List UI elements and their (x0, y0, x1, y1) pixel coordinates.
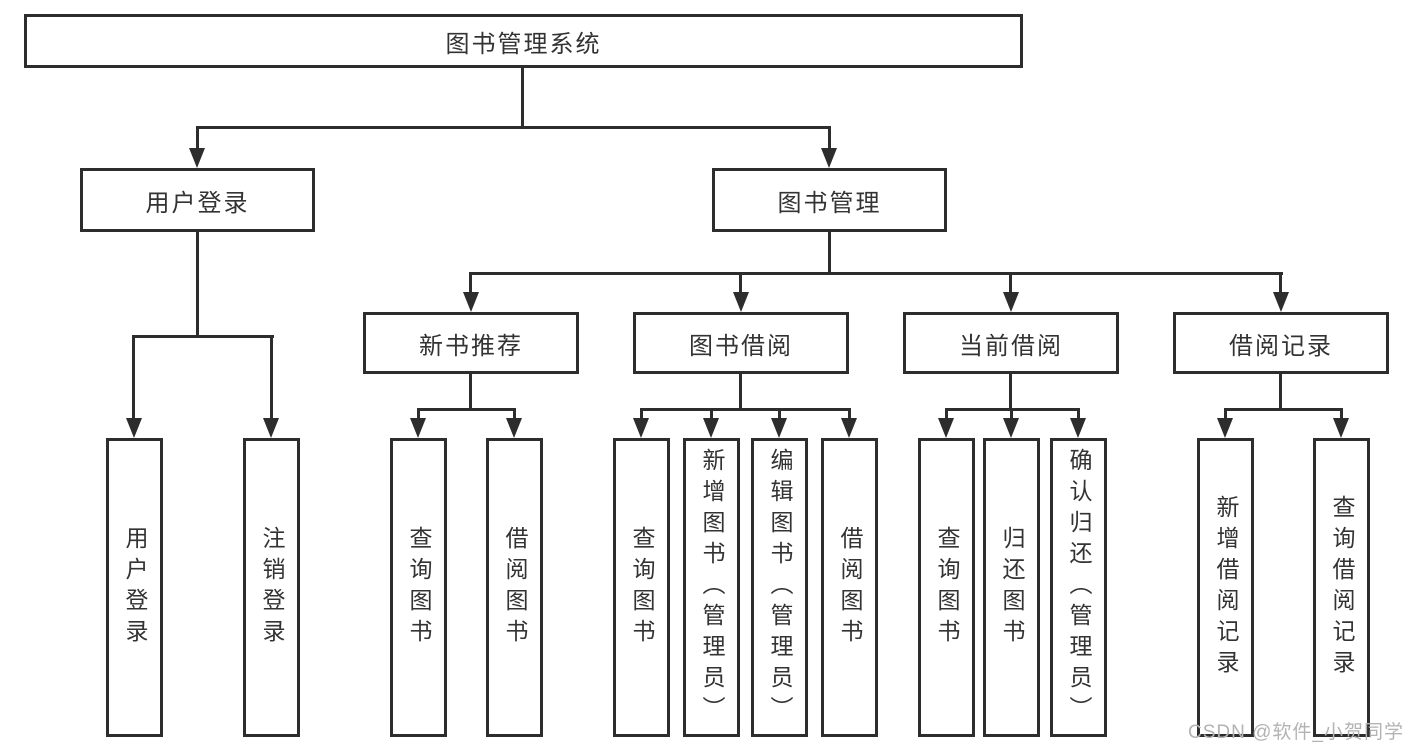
node-book-borrowing: 图书借阅 (633, 312, 849, 374)
connector-line (132, 335, 135, 420)
connector-line (1224, 408, 1343, 411)
leaf-borrow-add-books-admin: 新增图书（管理员） (683, 438, 740, 737)
arrowhead-down-icon (1333, 418, 1349, 438)
arrowhead-down-icon (463, 292, 479, 312)
connector-line (270, 335, 273, 420)
arrowhead-down-icon (189, 148, 205, 168)
connector-line (132, 335, 274, 338)
leaf-logout: 注销登录 (243, 438, 300, 737)
arrowhead-down-icon (263, 418, 279, 438)
connector-line (1010, 408, 1013, 420)
leaf-records-query-record: 查询借阅记录 (1313, 438, 1370, 737)
leaf-borrow-query-books: 查询图书 (613, 438, 670, 737)
connector-line (1077, 408, 1080, 420)
arrowhead-down-icon (1003, 418, 1019, 438)
connector-line (640, 408, 643, 420)
arrowhead-down-icon (410, 418, 426, 438)
connector-line (710, 408, 713, 420)
connector-line (1009, 272, 1012, 294)
leaf-user-login: 用户登录 (106, 438, 163, 737)
arrowhead-down-icon (633, 418, 649, 438)
connector-line (1279, 374, 1282, 408)
connector-line (417, 408, 420, 420)
connector-line (848, 408, 851, 420)
arrowhead-down-icon (938, 418, 954, 438)
connector-line (196, 232, 199, 335)
node-current-borrowing: 当前借阅 (903, 312, 1119, 374)
connector-line (513, 408, 516, 420)
arrowhead-down-icon (703, 418, 719, 438)
node-borrowing-records: 借阅记录 (1173, 312, 1389, 374)
arrowhead-down-icon (1217, 418, 1233, 438)
leaf-current-confirm-return-admin: 确认归还（管理员） (1050, 438, 1107, 737)
connector-line (417, 408, 516, 411)
connector-line (1224, 408, 1227, 420)
connector-line (640, 408, 851, 411)
connector-line (196, 126, 831, 129)
connector-line (828, 232, 831, 272)
arrowhead-down-icon (1070, 418, 1086, 438)
connector-line (739, 374, 742, 408)
arrowhead-down-icon (771, 418, 787, 438)
connector-line (828, 126, 831, 150)
leaf-records-add-record: 新增借阅记录 (1197, 438, 1254, 737)
connector-line (470, 272, 1283, 275)
connector-line (739, 272, 742, 294)
connector-line (778, 408, 781, 420)
leaf-current-query-books: 查询图书 (918, 438, 975, 737)
leaf-recommend-query-books: 查询图书 (390, 438, 447, 737)
connector-line (469, 374, 472, 408)
leaf-current-return-books: 归还图书 (983, 438, 1040, 737)
node-user-login: 用户登录 (80, 168, 315, 232)
leaf-borrow-borrow-books: 借阅图书 (821, 438, 878, 737)
node-root: 图书管理系统 (24, 14, 1023, 68)
leaf-recommend-borrow-books: 借阅图书 (486, 438, 543, 737)
leaf-borrow-edit-books-admin: 编辑图书（管理员） (751, 438, 808, 737)
connector-line (1279, 272, 1282, 294)
arrowhead-down-icon (1273, 292, 1289, 312)
connector-line (196, 126, 199, 150)
node-new-book-recommend: 新书推荐 (363, 312, 579, 374)
connector-line (521, 68, 524, 126)
connector-line (1340, 408, 1343, 420)
connector-line (945, 408, 948, 420)
arrowhead-down-icon (1003, 292, 1019, 312)
connector-line (469, 272, 472, 294)
connector-line (1009, 374, 1012, 408)
arrowhead-down-icon (733, 292, 749, 312)
arrowhead-down-icon (841, 418, 857, 438)
watermark-text: CSDN @软件_小贺同学 (1188, 722, 1404, 743)
arrowhead-down-icon (821, 148, 837, 168)
node-book-management: 图书管理 (712, 168, 947, 232)
arrowhead-down-icon (126, 418, 142, 438)
arrowhead-down-icon (506, 418, 522, 438)
